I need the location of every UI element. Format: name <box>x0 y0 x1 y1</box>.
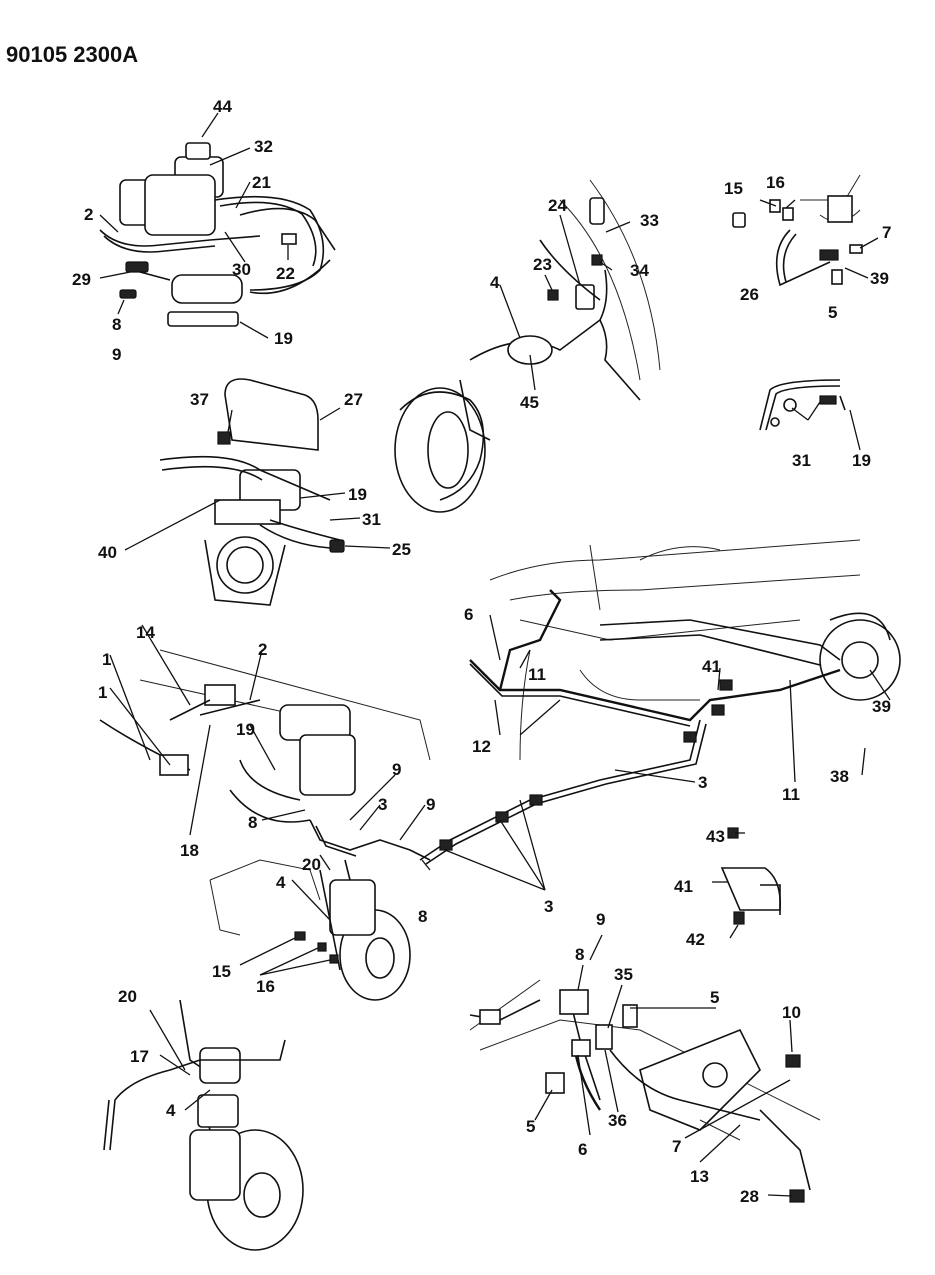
callout-14: 14 <box>136 623 155 642</box>
leader-lines <box>99 112 891 1197</box>
callout-20: 20 <box>302 855 321 874</box>
callout-4-lower: 4 <box>166 1101 176 1120</box>
callout-9-left: 9 <box>392 760 401 779</box>
callout-29: 29 <box>72 270 91 289</box>
callout-13: 13 <box>690 1167 709 1186</box>
chassis-body-outline <box>489 539 901 761</box>
callout-19-left: 19 <box>236 720 255 739</box>
callout-25: 25 <box>392 540 411 559</box>
callout-7: 7 <box>882 223 891 242</box>
callout-8-left: 8 <box>248 813 257 832</box>
callout-6-lower: 6 <box>578 1140 587 1159</box>
callout-8-lower: 8 <box>575 945 584 964</box>
callout-44: 44 <box>213 97 232 116</box>
callout-23: 23 <box>533 255 552 274</box>
front-disc-brake <box>294 859 411 1001</box>
callout-17: 17 <box>130 1047 149 1066</box>
callout-40: 40 <box>98 543 117 562</box>
callout-34: 34 <box>630 261 649 280</box>
callout-8-center: 8 <box>418 907 427 926</box>
callout-10: 10 <box>782 1003 801 1022</box>
callout-9-center: 9 <box>426 795 435 814</box>
callout-8: 8 <box>112 315 121 334</box>
callout-24: 24 <box>548 196 567 215</box>
callout-1-upper: 1 <box>102 650 111 669</box>
callout-9-lower: 9 <box>596 910 605 929</box>
callout-5-lower: 5 <box>526 1117 535 1136</box>
callout-1-lower: 1 <box>98 683 107 702</box>
callout-30: 30 <box>232 260 251 279</box>
callout-39-rear: 39 <box>872 697 891 716</box>
callout-41-bracket: 41 <box>674 877 693 896</box>
callout-28: 28 <box>740 1187 759 1206</box>
front-brake-hose-assembly <box>394 179 661 513</box>
callout-38: 38 <box>830 767 849 786</box>
left-body-master-cylinder <box>99 649 431 936</box>
callout-labels: 44 32 21 2 30 22 29 8 9 19 24 33 23 34 4… <box>72 97 891 1206</box>
callout-3-center: 3 <box>544 897 553 916</box>
callout-35: 35 <box>614 965 633 984</box>
callout-21: 21 <box>252 173 271 192</box>
callout-3-left: 3 <box>378 795 387 814</box>
callout-15: 15 <box>724 179 743 198</box>
callout-12: 12 <box>472 737 491 756</box>
callout-31: 31 <box>792 451 811 470</box>
callout-37: 37 <box>190 390 209 409</box>
callout-16-center: 16 <box>256 977 275 996</box>
callout-19-right: 19 <box>852 451 871 470</box>
callout-9: 9 <box>112 345 121 364</box>
callout-26: 26 <box>740 285 759 304</box>
lower-right-rear-detail <box>469 979 821 1203</box>
callout-5: 5 <box>828 303 837 322</box>
callout-7-lower: 7 <box>672 1137 681 1156</box>
callout-42: 42 <box>686 930 705 949</box>
callout-41: 41 <box>702 657 721 676</box>
callout-43: 43 <box>706 827 725 846</box>
callout-27: 27 <box>344 390 363 409</box>
callout-18: 18 <box>180 841 199 860</box>
callout-16: 16 <box>766 173 785 192</box>
callout-4: 4 <box>490 273 500 292</box>
master-cylinder-assembly <box>99 142 336 327</box>
bracket-detail <box>720 827 782 925</box>
callout-22: 22 <box>276 264 295 283</box>
callout-4-center: 4 <box>276 873 286 892</box>
lower-left-brake-detail <box>103 999 304 1251</box>
callout-3-rear: 3 <box>698 773 707 792</box>
callout-19: 19 <box>274 329 293 348</box>
callout-19-control: 19 <box>348 485 367 504</box>
rear-brake-lines <box>419 589 841 865</box>
callout-33: 33 <box>640 211 659 230</box>
callout-45: 45 <box>520 393 539 412</box>
callout-36: 36 <box>608 1111 627 1130</box>
callout-2: 2 <box>84 205 93 224</box>
callout-32: 32 <box>254 137 273 156</box>
diagram-title: 90105 2300A <box>6 42 138 67</box>
callout-20-lower: 20 <box>118 987 137 1006</box>
rear-hose-detail <box>732 174 863 287</box>
callout-11-rear: 11 <box>782 785 800 804</box>
callout-6: 6 <box>464 605 473 624</box>
clip-detail <box>759 379 846 431</box>
callout-11: 11 <box>528 665 546 684</box>
callout-2-left: 2 <box>258 640 267 659</box>
control-unit-assembly <box>159 378 345 606</box>
callout-5-upper-right: 5 <box>710 988 719 1007</box>
callout-15-center: 15 <box>212 962 231 981</box>
callout-39: 39 <box>870 269 889 288</box>
callout-31-control: 31 <box>362 510 381 529</box>
